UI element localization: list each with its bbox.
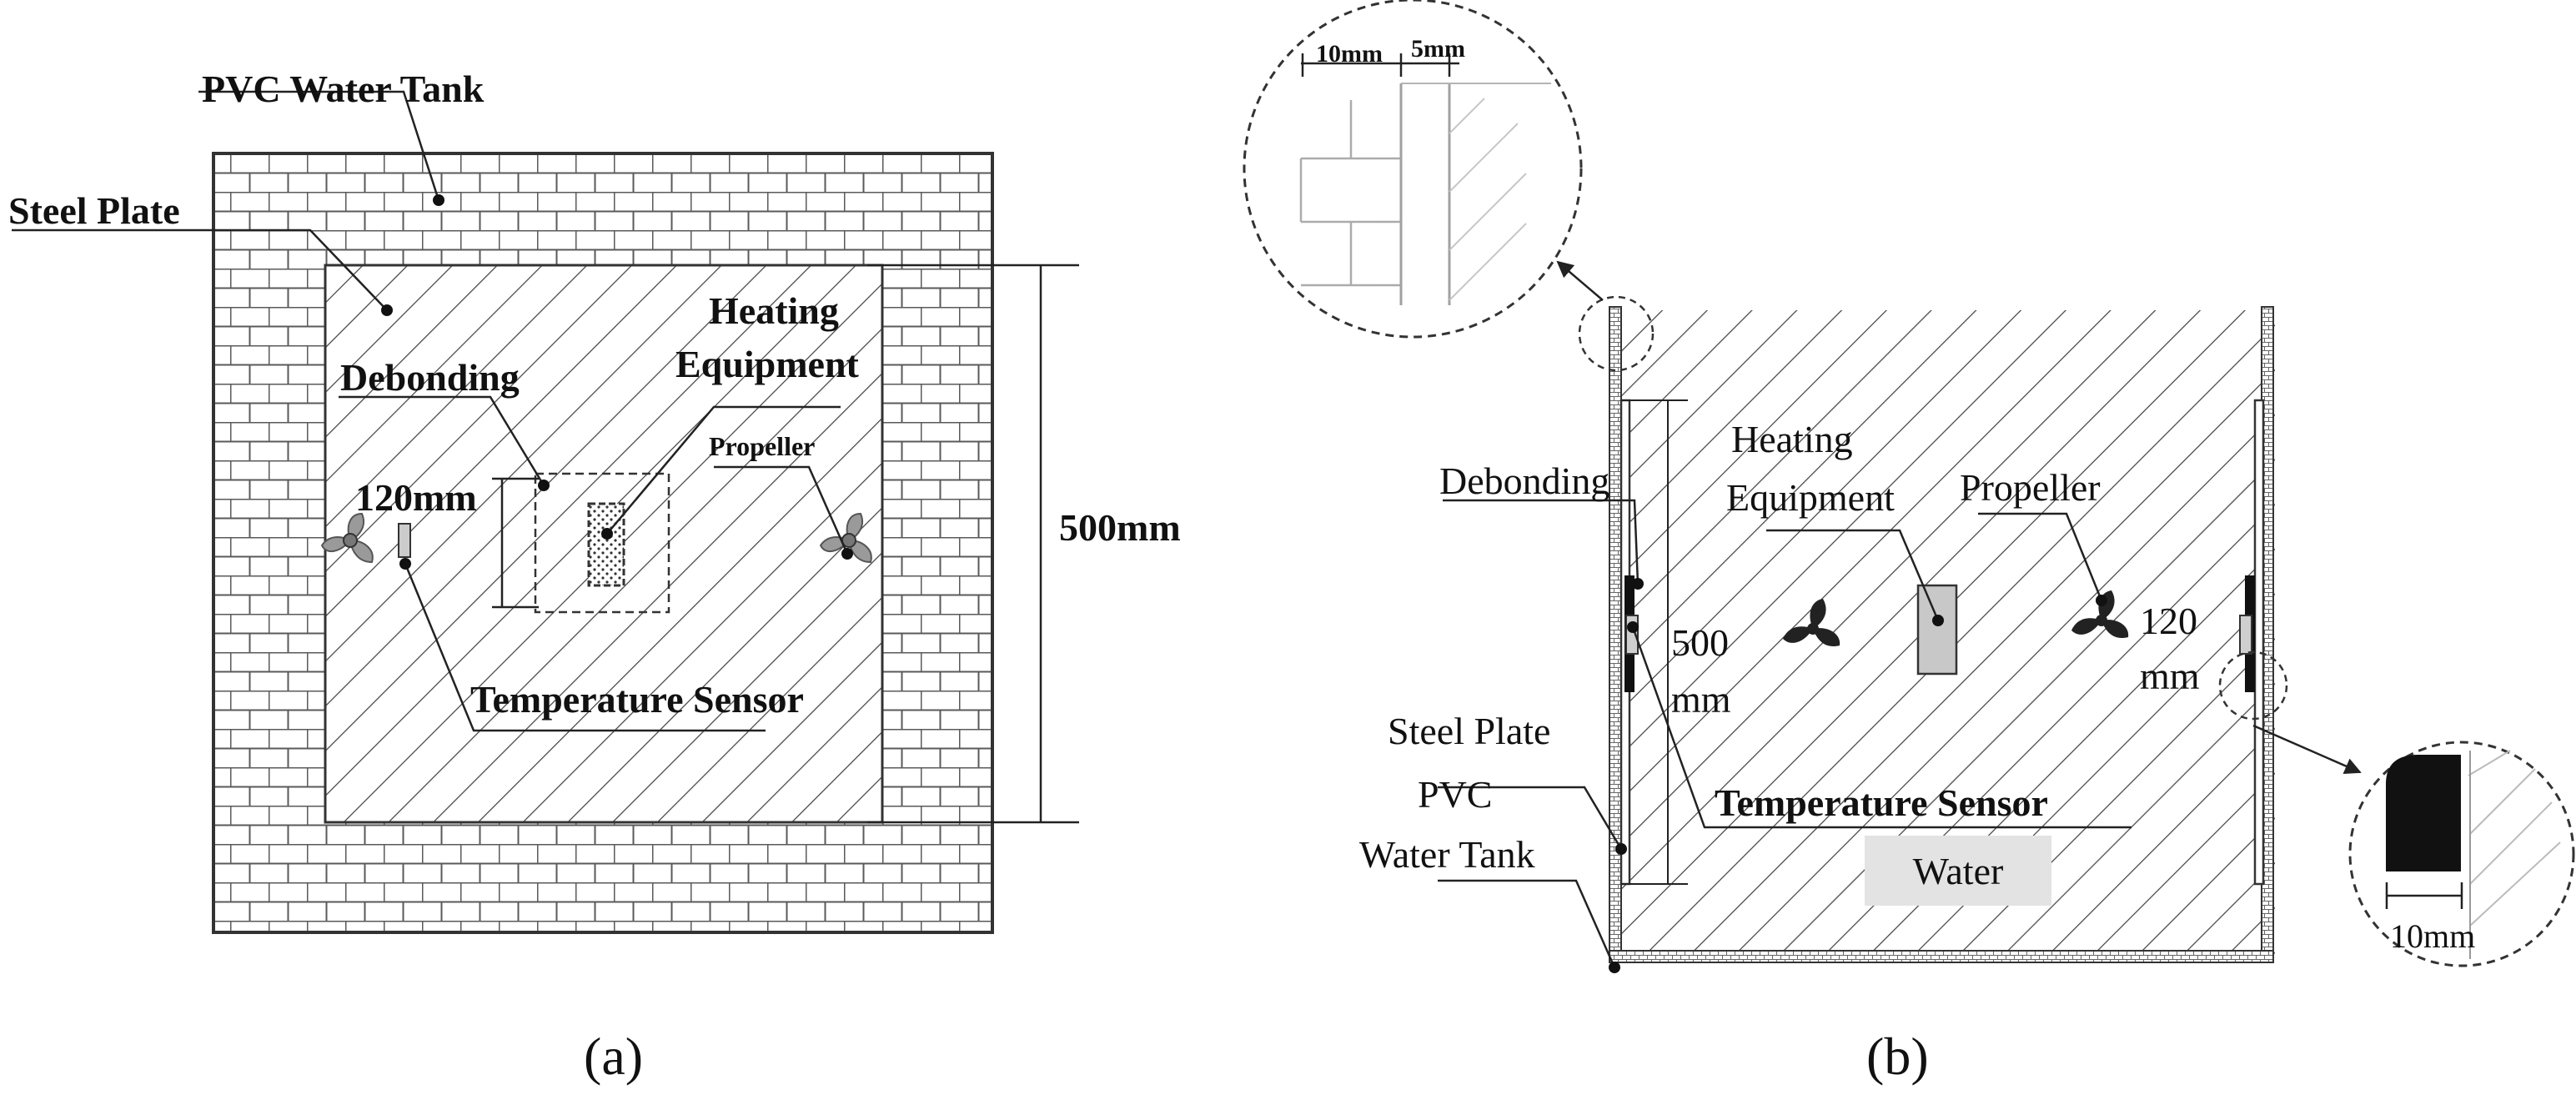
heating-equipment-box-b — [1916, 584, 1958, 676]
label-propeller-a: Propeller — [709, 431, 815, 461]
caption-a: (a) — [584, 1027, 643, 1086]
label-zoom-10mm: 10mm — [1316, 40, 1383, 68]
leader-pvc-a — [198, 90, 440, 201]
leader-sensor-a — [404, 563, 766, 732]
pvc-wall-bottom-b — [1609, 950, 2274, 963]
temperature-sensor-a — [398, 523, 411, 558]
zoom-arrow-bottom — [2252, 724, 2362, 774]
leader-dot-debonding-b — [1632, 578, 1644, 590]
leader-heating-b — [1766, 529, 1940, 621]
heating-equipment-box-a — [587, 502, 625, 587]
panel-b: Water 10mm 5mm — [1243, 0, 2575, 1086]
label-pvc-line1-b: PVC — [1418, 773, 1492, 816]
leader-sensor-b — [1631, 626, 2132, 829]
pvc-wall-left-b — [1609, 306, 1622, 960]
zoom-target-circle-bottom — [2218, 650, 2288, 721]
leader-dot-debonding-a — [538, 480, 550, 491]
leader-dot-pvc-a — [433, 194, 444, 206]
label-debonding-a: Debonding — [340, 356, 520, 399]
zoom-arrow-top — [1556, 260, 1604, 301]
label-temperature-sensor-a: Temperature Sensor — [470, 678, 804, 721]
leader-pvc-b — [1438, 879, 1616, 968]
leader-steel-a — [12, 229, 388, 311]
label-heating-line1-a: Heating — [709, 289, 839, 332]
leader-dot-steel-b — [1615, 843, 1627, 855]
label-zoom-5mm: 5mm — [1411, 35, 1465, 63]
zoom-target-circle-top — [1578, 295, 1655, 372]
leader-dot-propeller-a — [841, 548, 853, 560]
leader-debonding-b — [1443, 499, 1640, 585]
leader-propeller-a — [714, 465, 849, 555]
leader-dot-steel-a — [381, 304, 393, 316]
steel-plate-right-b — [2253, 399, 2265, 886]
leader-propeller-b — [1978, 512, 2103, 601]
caption-b: (b) — [1866, 1027, 1929, 1086]
leader-heating-a — [606, 405, 841, 535]
label-120-line1-b: 120 — [2140, 600, 2197, 642]
leader-steel-b — [1438, 786, 1623, 850]
label-temperature-sensor-b: Temperature Sensor — [1715, 781, 2048, 824]
label-debonding-b: Debonding — [1439, 460, 1609, 502]
water-label-box — [1865, 836, 2051, 906]
label-500-line1-b: 500 — [1671, 621, 1729, 664]
label-heating-line2-a: Equipment — [675, 343, 860, 385]
leader-dot-sensor-a — [399, 558, 411, 570]
panel-a: PVC Water Tank Steel Plate Heating Equip… — [8, 68, 1181, 1086]
leader-dot-sensor-b — [1627, 621, 1639, 633]
leader-dot-propeller-b — [2096, 595, 2107, 606]
label-120mm-a: 120mm — [355, 476, 477, 519]
leader-dot-pvc-b — [1609, 962, 1620, 973]
label-heating-line2-b: Equipment — [1726, 476, 1895, 519]
label-500-line2-b: mm — [1671, 678, 1731, 721]
leader-dot-heating-a — [601, 528, 613, 540]
leader-debonding-a — [339, 395, 545, 486]
label-steel-plate-a: Steel Plate — [8, 189, 180, 232]
zoom-detail-bottom — [2386, 750, 2561, 959]
zoom-detail-top — [1299, 83, 1551, 305]
label-steel-plate-b: Steel Plate — [1388, 710, 1550, 752]
label-pvc-line2-b: Water Tank — [1359, 833, 1535, 876]
label-heating-line1-b: Heating — [1731, 418, 1853, 460]
label-propeller-b: Propeller — [1960, 466, 2101, 509]
label-500mm-a: 500mm — [1059, 506, 1181, 549]
label-120-line2-b: mm — [2140, 655, 2200, 697]
temperature-sensor-right-b — [2239, 615, 2252, 655]
debonding-box-a — [534, 472, 670, 614]
label-water-b: Water — [1913, 850, 2004, 892]
label-pvc-water-tank-a: PVC Water Tank — [202, 68, 485, 110]
leader-dot-heating-b — [1932, 615, 1944, 626]
label-zoom-bottom-10mm: 10mm — [2390, 917, 2475, 955]
